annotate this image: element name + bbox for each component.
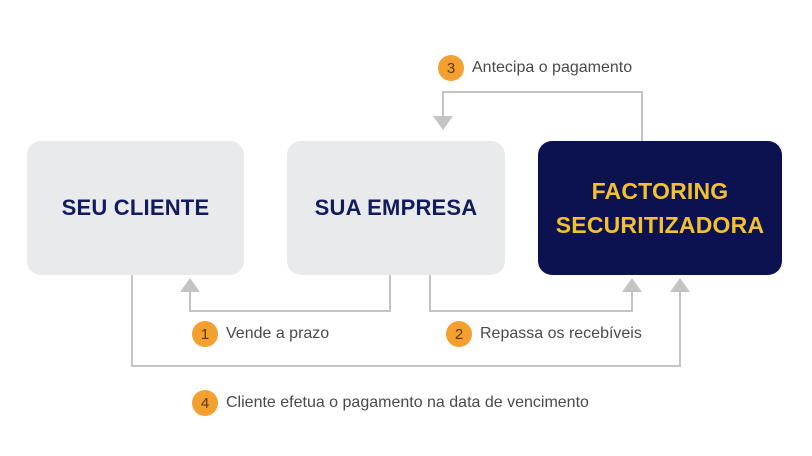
step-label: Repassa os recebíveis — [480, 325, 642, 342]
connector-pagamento — [131, 275, 681, 367]
box-factoring-label-line1: FACTORING — [591, 178, 729, 204]
box-seu-cliente-label: SEU CLIENTE — [61, 195, 210, 220]
step-number-badge: 3 — [438, 55, 464, 81]
box-factoring-securitizadora: FACTORING SECURITIZADORA — [538, 141, 782, 275]
step-repassa-recebiveis: 2 Repassa os recebíveis — [446, 321, 642, 347]
arrowhead-factoring-left — [622, 278, 642, 292]
step-antecipa-pagamento: 3 Antecipa o pagamento — [438, 55, 632, 81]
arrowhead-empresa-top — [433, 116, 453, 130]
step-label: Vende a prazo — [226, 325, 330, 342]
connector-antecipa — [442, 91, 643, 141]
box-sua-empresa: SUA EMPRESA — [287, 141, 505, 275]
box-sua-empresa-label: SUA EMPRESA — [314, 195, 478, 220]
connector-repassa — [429, 275, 633, 312]
step-number-badge: 2 — [446, 321, 472, 347]
box-factoring-label-line2: SECURITIZADORA — [555, 212, 765, 238]
step-cliente-efetua-pagamento: 4 Cliente efetua o pagamento na data de … — [192, 390, 589, 416]
step-vende-a-prazo: 1 Vende a prazo — [192, 321, 329, 347]
step-number-badge: 4 — [192, 390, 218, 416]
connector-vende — [189, 275, 391, 312]
step-label: Antecipa o pagamento — [472, 59, 633, 76]
step-number-badge: 1 — [192, 321, 218, 347]
arrowhead-cliente — [180, 278, 200, 292]
box-seu-cliente: SEU CLIENTE — [27, 141, 244, 275]
arrowhead-factoring-right — [670, 278, 690, 292]
step-label: Cliente efetua o pagamento na data de ve… — [226, 394, 589, 411]
